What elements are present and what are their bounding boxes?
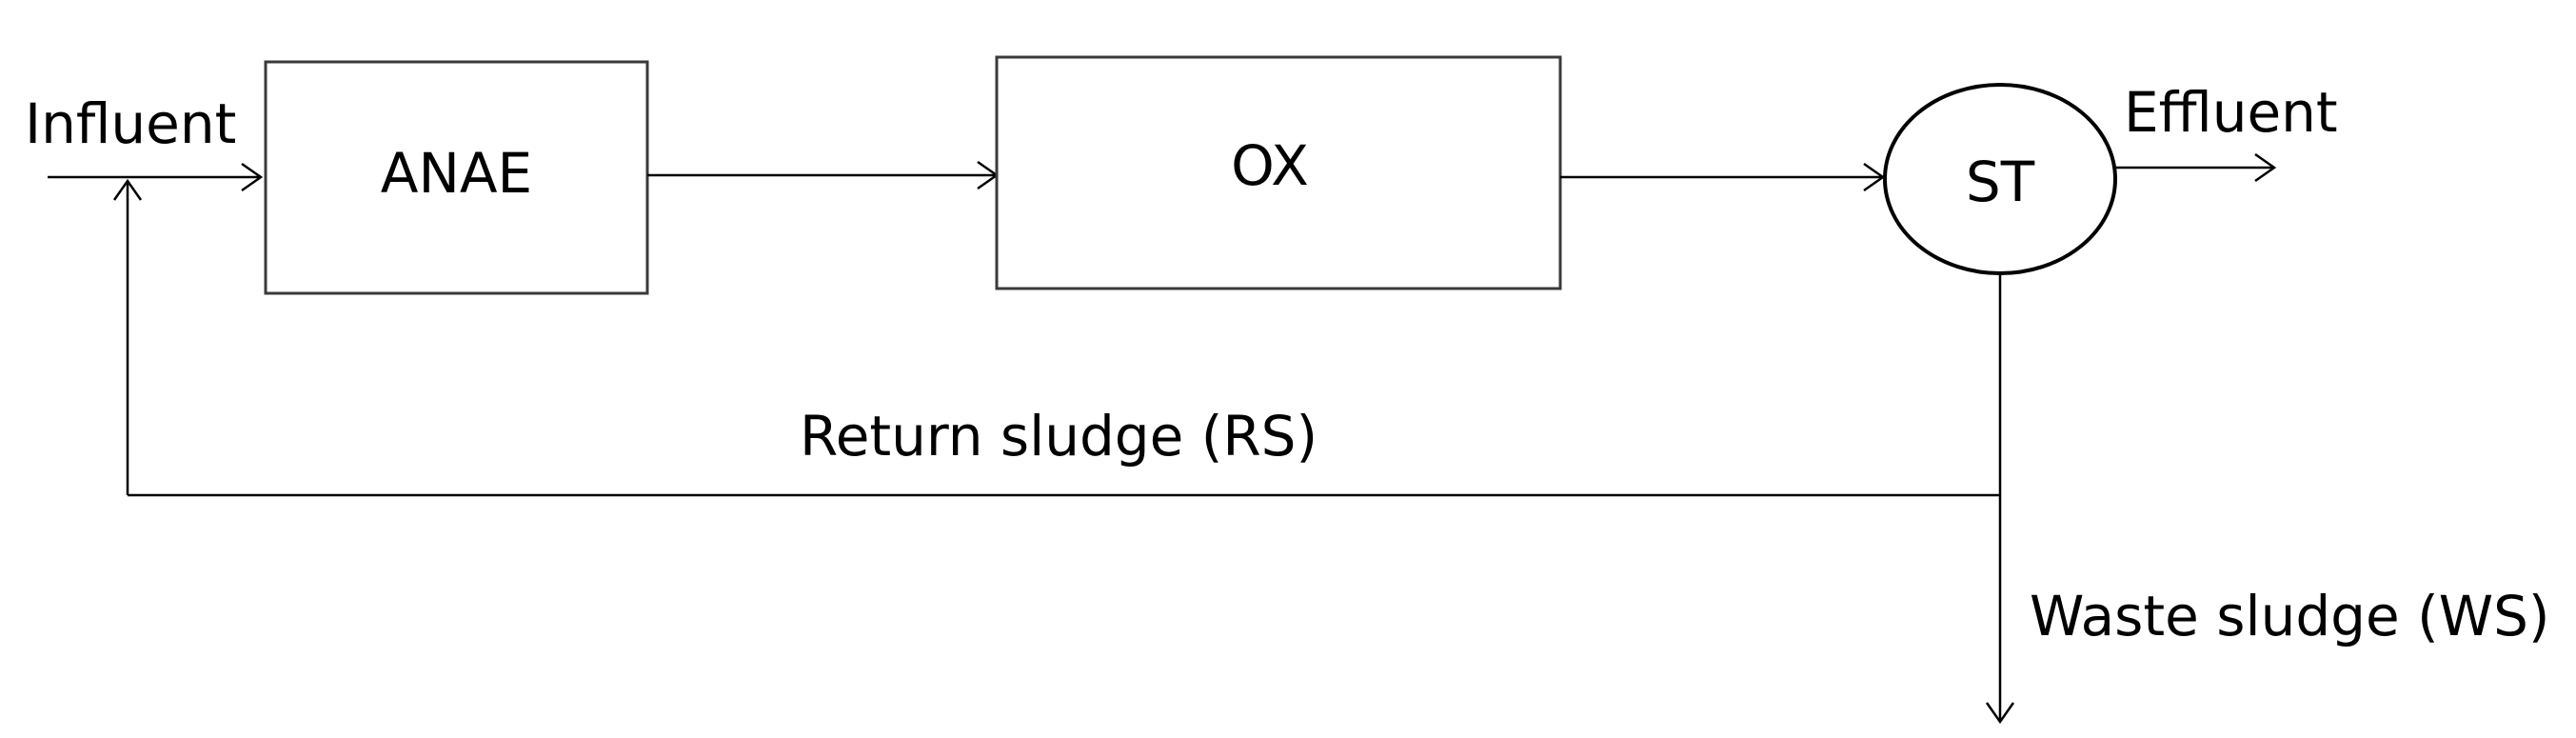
return-sludge-arrowhead: [112, 178, 143, 201]
waste-sludge-arrowhead: [1985, 702, 2015, 725]
anaerobic-reactor-label: ANAE: [381, 141, 532, 206]
effluent-label: Effluent: [2124, 80, 2338, 145]
return-sludge-label: Return sludge (RS): [800, 404, 1318, 469]
oxic-reactor-box: [995, 55, 1562, 290]
settling-tank-label: ST: [1966, 150, 2035, 214]
oxic-reactor-label: OX: [1231, 133, 1309, 198]
waste-sludge-label: Waste sludge (WS): [2030, 584, 2550, 648]
effluent-arrowhead: [2254, 152, 2277, 183]
ox-to-st-arrowhead: [1863, 162, 1886, 192]
influent-label: Influent: [25, 91, 236, 156]
influent-arrowhead: [241, 162, 264, 192]
anaerobic-reactor-box: [264, 60, 649, 295]
